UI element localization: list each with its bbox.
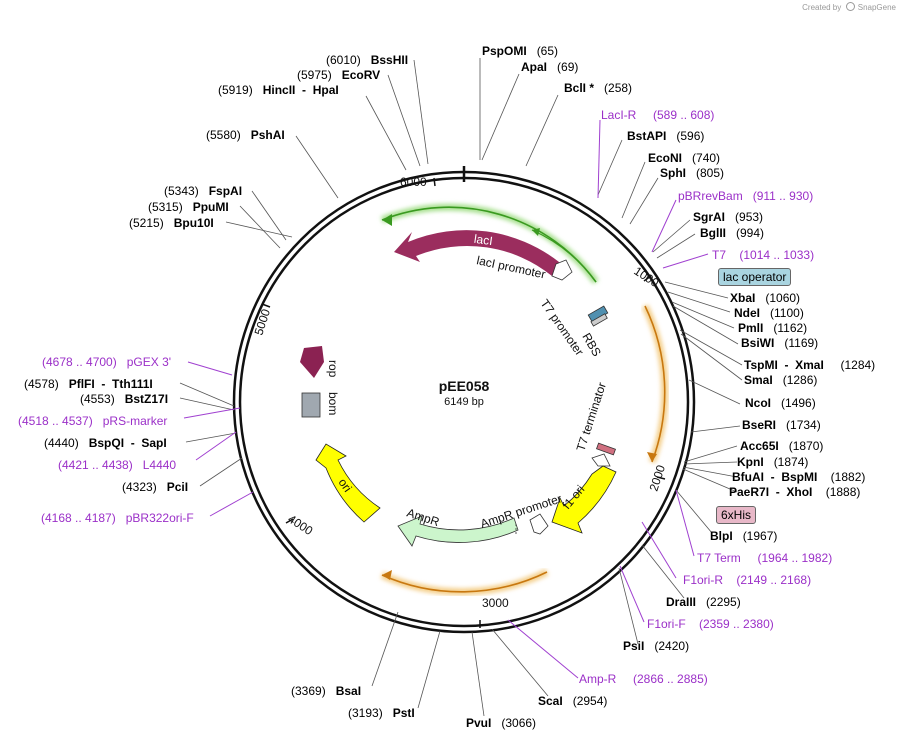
site-bstz17i[interactable]: (4553) BstZ17I: [80, 392, 169, 406]
site-bstapi[interactable]: BstAPI (596): [627, 129, 705, 143]
site-tspmi-xmai[interactable]: TspMI - XmaI (1284): [744, 358, 876, 372]
tick-label-6000: 6000: [400, 175, 427, 189]
t7-terminator-arrow: [591, 453, 611, 467]
primer-prs-marker[interactable]: (4518 .. 4537) pRS-marker: [18, 414, 168, 428]
site-pflfi-tth111i[interactable]: (4578) PflFI - Tth111I: [24, 377, 153, 391]
primer-leader-lines: [183, 119, 709, 679]
site-xbai[interactable]: XbaI (1060): [730, 291, 801, 305]
plasmid-size: 6149 bp: [444, 396, 484, 408]
6xhis-tag[interactable]: 6xHis: [716, 506, 757, 524]
tick-label-3000: 3000: [482, 596, 509, 610]
site-bpu10i[interactable]: (5215) Bpu10I: [129, 216, 214, 230]
bom-feature: [301, 392, 321, 418]
ampr-promoter-label: AmpR promoter: [479, 491, 564, 530]
rop-label: rop: [326, 360, 340, 378]
site-paer7i-xhoi[interactable]: PaeR7I - XhoI (1888): [729, 485, 861, 499]
tick-3000: 3000: [479, 596, 509, 628]
rop-feature: [300, 346, 324, 378]
primer-t7[interactable]: T7 (1014 .. 1033): [712, 248, 815, 262]
primer-l4440[interactable]: (4421 .. 4438) L4440: [58, 458, 177, 472]
site-sgrai[interactable]: SgrAI (953): [693, 210, 764, 224]
site-leader-lines: [179, 58, 743, 717]
t7-terminator-label: T7 terminator: [574, 381, 609, 453]
site-sphi[interactable]: SphI (805): [660, 166, 725, 180]
site-bcli[interactable]: BclI * (258): [564, 81, 633, 95]
ori-label: ori: [336, 476, 355, 495]
site-bsiwi[interactable]: BsiWI (1169): [741, 336, 819, 350]
primer-amp-r[interactable]: Amp-R (2866 .. 2885): [579, 672, 708, 686]
site-fspai[interactable]: (5343) FspAI: [164, 184, 243, 198]
plasmid-name: pEE058: [439, 378, 490, 394]
site-psti[interactable]: (3193) PstI: [348, 706, 415, 720]
primer-t7-term[interactable]: T7 Term (1964 .. 1982): [697, 551, 833, 565]
snapgene-credit: Created by SnapGene: [802, 2, 896, 12]
tick-label-5000: 5000: [252, 307, 274, 337]
site-bspqi-sapi[interactable]: (4440) BspQI - SapI: [44, 436, 167, 450]
site-bsshii[interactable]: (6010) BssHII: [326, 53, 409, 67]
site-hincii-hpai[interactable]: (5919) HincII - HpaI: [218, 83, 339, 97]
site-scai[interactable]: ScaI (2954): [538, 694, 608, 708]
rbs-box: [590, 313, 608, 327]
site-draiii[interactable]: DraIII (2295): [666, 595, 741, 609]
snapgene-logo-icon: [845, 2, 855, 11]
site-econi[interactable]: EcoNI (740): [648, 151, 721, 165]
backbone: [232, 166, 696, 634]
site-smai[interactable]: SmaI (1286): [744, 373, 818, 387]
ampr-promoter-arrow: [529, 513, 549, 535]
site-bfuai-bspmi[interactable]: BfuAI - BspMI (1882): [732, 470, 866, 484]
site-ecorv[interactable]: (5975) EcoRV: [297, 68, 381, 82]
tick-4000: 4000: [285, 512, 315, 538]
site-pspomi[interactable]: PspOMI (65): [482, 44, 559, 58]
ampr-feature: [397, 515, 519, 547]
site-ncoi[interactable]: NcoI (1496): [745, 396, 816, 410]
site-bseri[interactable]: BseRI (1734): [742, 418, 821, 432]
lacI-promoter-arrow: [551, 259, 573, 281]
site-bglii[interactable]: BglII (994): [700, 226, 765, 240]
primer-laci-r[interactable]: LacI-R (589 .. 608): [601, 108, 715, 122]
t7-promoter-label: T7 promoter: [538, 297, 587, 359]
primer-f1ori-f[interactable]: F1ori-F (2359 .. 2380): [647, 617, 774, 631]
t7-terminator-box: [596, 442, 616, 456]
primer-pgex3[interactable]: (4678 .. 4700) pGEX 3': [42, 355, 172, 369]
ori-feature: [315, 443, 381, 523]
site-ppumi[interactable]: (5315) PpuMI: [148, 200, 229, 214]
f1-ori-feature: [551, 465, 617, 534]
lac-operator-tag[interactable]: lac operator: [718, 268, 792, 286]
site-pvui[interactable]: PvuI (3066): [466, 716, 537, 730]
site-bsai[interactable]: (3369) BsaI: [291, 684, 362, 698]
snapgene-brand: SnapGene: [857, 3, 896, 12]
site-pshai[interactable]: (5580) PshAI: [206, 128, 285, 142]
tick-2000: 2000: [647, 463, 669, 493]
site-blpi[interactable]: BlpI (1967): [710, 529, 778, 543]
created-by-text: Created by: [802, 3, 842, 12]
tick-6000: 6000: [400, 175, 436, 189]
primer-pbrrevbam[interactable]: pBRrevBam (911 .. 930): [678, 189, 814, 203]
primer-pbr322ori-f[interactable]: (4168 .. 4187) pBR322ori-F: [41, 511, 194, 525]
site-pcii[interactable]: (4323) PciI: [122, 480, 189, 494]
site-apai[interactable]: ApaI (69): [521, 60, 579, 74]
tick-label-2000: 2000: [647, 463, 669, 493]
site-pmli[interactable]: PmlI (1162): [738, 321, 808, 335]
tick-label-4000: 4000: [285, 512, 315, 538]
lacI-feature: [394, 230, 559, 276]
site-acc65i[interactable]: Acc65I (1870): [740, 439, 824, 453]
primer-f1ori-r[interactable]: F1ori-R (2149 .. 2168): [683, 573, 812, 587]
lacI-label: lacI: [473, 232, 493, 248]
site-kpni[interactable]: KpnI (1874): [737, 455, 809, 469]
site-ndei[interactable]: NdeI (1100): [734, 306, 804, 320]
bom-label: bom: [326, 392, 340, 415]
site-psii[interactable]: PsiI (2420): [623, 639, 690, 653]
